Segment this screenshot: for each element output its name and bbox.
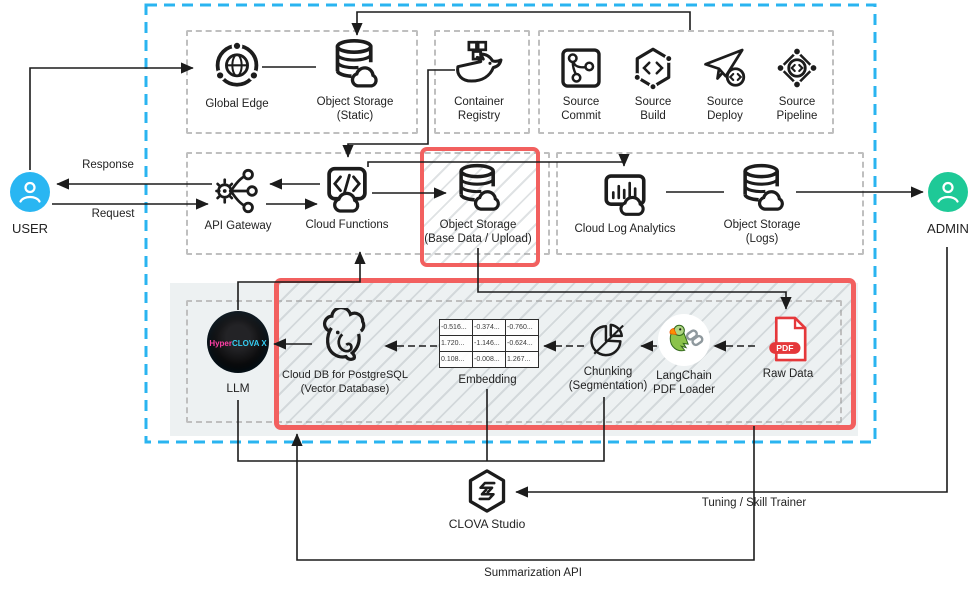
node-label: CLOVA Studio <box>448 517 526 531</box>
node-source-build: Source Build <box>621 44 685 124</box>
node-label: Cloud Functions <box>305 219 389 231</box>
node-label: Chunking (Segmentation) <box>568 366 648 393</box>
group-logging <box>556 152 864 255</box>
node-source-pipeline: Source Pipeline <box>765 44 829 124</box>
node-label: Object Storage (Logs) <box>723 219 801 246</box>
node-label: Source Commit <box>561 96 601 123</box>
log-chart-cloud-icon <box>604 174 646 216</box>
postgresql-elephant-cloud-icon <box>322 308 366 361</box>
parrot-chain-icon <box>669 324 704 352</box>
hexagon-build-icon <box>632 47 674 92</box>
user-label: USER <box>11 221 49 236</box>
git-commit-icon <box>561 48 601 88</box>
embedding-label: Embedding <box>458 374 517 386</box>
llm-logo-text-secondary: CLOVA X <box>232 339 267 348</box>
node-source-deploy: Source Deploy <box>693 44 757 124</box>
group-rag-inner <box>186 300 842 423</box>
node-label: LangChain PDF Loader <box>652 370 715 397</box>
node-label: Source Deploy <box>706 96 744 123</box>
clova-studio-hexagon-icon <box>468 469 506 513</box>
node-global-edge: Global Edge <box>187 40 287 111</box>
node-object-storage-static: Object Storage (Static) <box>303 36 407 124</box>
pdf-file-icon: PDF <box>769 316 807 362</box>
paper-plane-icon <box>704 48 746 87</box>
node-cloud-db-postgresql: Cloud DB for PostgreSQL (Vector Database… <box>280 308 410 397</box>
admin-label: ADMIN <box>927 221 969 236</box>
response-label: Response <box>82 159 134 171</box>
group-edge-static <box>186 30 418 134</box>
edge-user-globaledge <box>29 62 194 170</box>
embedding-matrix: -0.516...-0.374...-0.760... 1.720...-1.1… <box>439 319 539 368</box>
tuning-label: Tuning / Skill Trainer <box>701 497 807 509</box>
database-cloud-icon <box>743 163 784 211</box>
llm-logo-text-primary: Hyper <box>209 339 232 348</box>
group-sourcecicd <box>538 30 834 134</box>
cloud-boundary <box>144 3 877 444</box>
node-api-gateway: API Gateway <box>191 166 285 233</box>
globe-orbit-icon <box>214 40 260 87</box>
node-container-registry: Container Registry <box>430 38 528 124</box>
gateway-gear-icon <box>215 168 258 214</box>
edge-llm-cloudfn <box>237 251 366 310</box>
node-raw-data: PDF Raw Data <box>756 314 820 381</box>
edge-cloudfn-cla <box>367 154 630 167</box>
summarization-label: Summarization API <box>484 567 582 579</box>
user-avatar <box>10 172 50 212</box>
pipeline-nodes-icon <box>775 46 819 90</box>
edge-registry-cloudfn <box>342 69 455 158</box>
node-label: Cloud Log Analytics <box>574 223 676 235</box>
node-label: Source Pipeline <box>776 96 818 123</box>
admin-avatar <box>928 172 968 212</box>
edge-devops-osstatic <box>351 11 691 36</box>
edge-summarization <box>291 426 755 561</box>
node-source-commit: Source Commit <box>549 44 613 124</box>
highlight-rag-pipeline <box>274 278 856 430</box>
whale-containers-icon <box>456 40 503 83</box>
request-label: Request <box>91 208 135 220</box>
node-label: Raw Data <box>762 368 814 380</box>
edge-llm-chunking-bus <box>237 397 605 462</box>
pdf-badge-text: PDF <box>776 343 793 353</box>
person-icon <box>19 181 41 203</box>
node-cloud-functions: Cloud Functions <box>299 163 395 232</box>
node-chunking: Chunking (Segmentation) <box>566 318 650 394</box>
node-langchain-pdf-loader: LangChain PDF Loader <box>642 314 726 398</box>
node-label: Container Registry <box>454 96 504 123</box>
pie-segments-icon <box>590 323 624 357</box>
group-container-registry <box>434 30 530 134</box>
node-object-storage-base: Object Storage (Base Data / Upload) <box>417 161 539 247</box>
edge-osbase-rawdata <box>477 248 792 310</box>
llm-label: LLM <box>226 381 250 395</box>
hyperclova-logo: HyperCLOVA X <box>207 311 269 373</box>
node-label: Global Edge <box>205 98 269 110</box>
person-icon <box>937 181 959 203</box>
code-cloud-icon <box>327 166 367 213</box>
node-label: API Gateway <box>204 220 272 232</box>
node-label: Source Build <box>634 96 672 123</box>
database-cloud-icon <box>459 163 500 211</box>
database-cloud-icon <box>335 38 378 88</box>
edge-tuning <box>515 247 948 498</box>
node-label: Object Storage (Static) <box>316 96 394 123</box>
node-object-storage-logs: Object Storage (Logs) <box>711 161 813 247</box>
node-label: Object Storage (Base Data / Upload) <box>424 219 532 246</box>
node-label: Cloud DB for PostgreSQL (Vector Database… <box>282 369 408 395</box>
node-clova-studio: CLOVA Studio <box>447 468 527 532</box>
node-cloud-log-analytics: Cloud Log Analytics <box>564 169 686 236</box>
